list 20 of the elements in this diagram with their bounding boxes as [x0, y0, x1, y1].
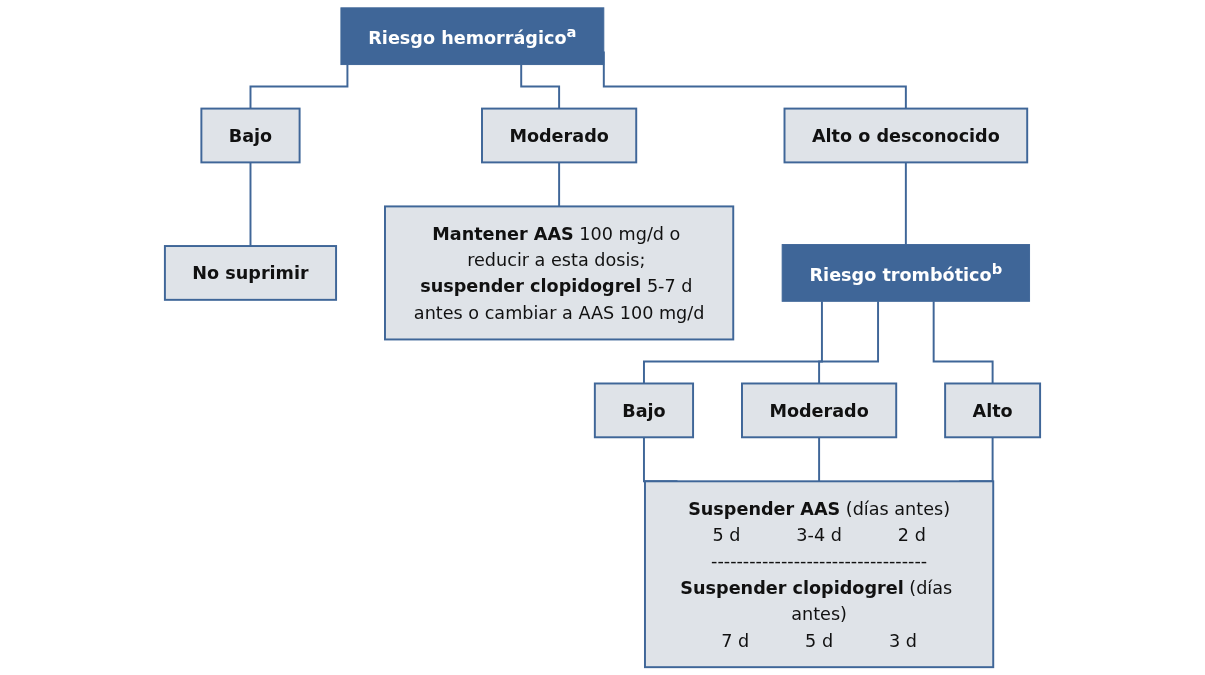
connector: [558, 161, 561, 208]
node-box: Mantener AAS 100 mg/d o reducir a esta dosis; suspender clopidogrel 5-7 d antes o cambiar a AAS 100 mg/d: [384, 205, 735, 341]
node-box: Alto o desconocido: [783, 107, 1029, 164]
node-box: Moderado: [741, 382, 898, 439]
node-box: Alto: [944, 382, 1042, 439]
connector: [818, 300, 880, 385]
connector: [904, 161, 907, 246]
node-box: Riesgo hemorrágico$^{a}$: [340, 7, 605, 66]
connector: [818, 436, 821, 483]
node-box: Bajo: [593, 382, 695, 439]
node-box: Bajo: [200, 107, 301, 164]
node-box: Suspender AAS (días antes) 5 d 3-4 d 2 d ---------------------------------- Suspender clopidogrel (días antes) 7 d 5 d 3 d: [644, 480, 995, 669]
node-box: No suprimir: [163, 245, 338, 301]
connector: [520, 63, 561, 110]
connector: [249, 161, 252, 247]
connector: [932, 300, 994, 385]
node-box: Moderado: [481, 107, 638, 164]
connector: [643, 300, 823, 385]
node-box: Riesgo trombótico$^{b}$: [781, 244, 1031, 302]
connector: [249, 63, 349, 110]
